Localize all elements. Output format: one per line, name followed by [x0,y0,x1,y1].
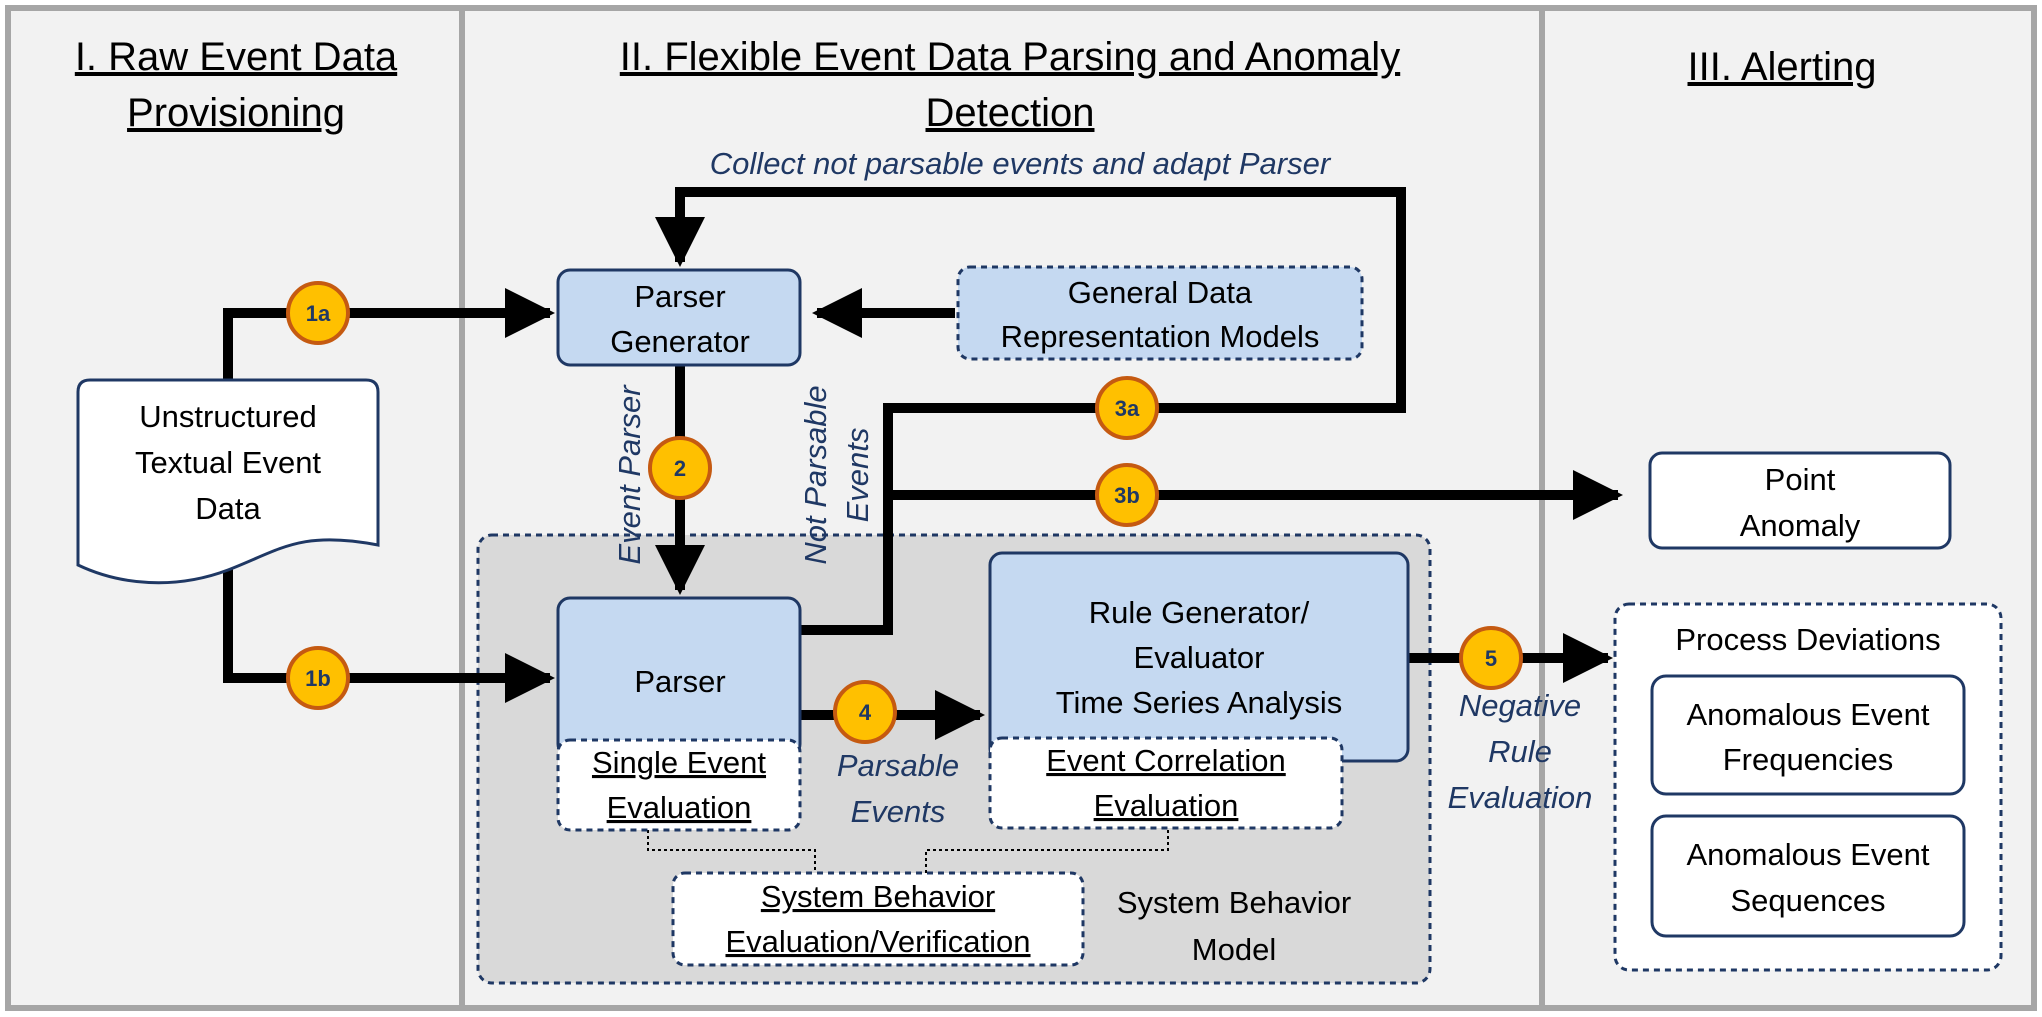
parser-generator-label-line1: Parser [634,279,725,314]
single-event-evaluation-box [556,738,802,832]
connector-single-to-system-eval [647,830,816,875]
system-behavior-model-label-line2: Model [1192,932,1276,967]
not-parsable-label-line1: Not Parsable [798,385,833,564]
parser-generator-label-line2: Generator [610,324,750,359]
general-data-label-line1: General Data [1068,275,1253,310]
parsable-events-label-line1: Parsable [837,748,959,783]
unstructured-label-line3: Data [195,491,261,526]
event-correlation-evaluation-box [988,736,1344,830]
svg-text:5: 5 [1485,646,1497,671]
section1-title-line1: I. Raw Event Data [75,35,398,79]
system-behavior-eval-label-line2: Evaluation/Verification [725,924,1030,959]
section2-title-line1: II. Flexible Event Data Parsing and Anom… [620,35,1400,79]
svg-text:3a: 3a [1115,396,1140,421]
section1-title-line2: Provisioning [127,91,345,135]
event-correlation-label-line2: Evaluation [1094,788,1239,823]
section2-title-line2: Detection [926,91,1095,135]
badge-2: 2 [648,436,712,500]
anomalous-sequences-label-line2: Sequences [1730,883,1885,918]
badge-3a: 3a [1095,376,1159,440]
negative-rule-label-line1: Negative [1459,688,1581,723]
badge-5: 5 [1459,626,1523,690]
badge-1a: 1a [286,281,350,345]
arrow-3a-feedback [655,187,1406,635]
anomalous-event-frequencies-box [1650,674,1966,796]
point-anomaly-label-line2: Anomaly [1740,508,1861,543]
event-correlation-label-line1: Event Correlation [1046,743,1286,778]
anomalous-event-sequences-box [1650,814,1966,938]
general-data-representation-models-box [956,265,1364,361]
general-data-label-line2: Representation Models [1001,319,1320,354]
parser-label: Parser [634,664,725,699]
connector-correlation-to-system-eval [925,830,1169,875]
badge-4: 4 [833,680,897,744]
unstructured-label-line1: Unstructured [139,399,316,434]
section3-title: III. Alerting [1688,45,1877,89]
anomalous-sequences-label-line1: Anomalous Event [1687,837,1930,872]
system-behavior-evaluation-box [671,871,1085,967]
rule-generator-label-line2: Evaluator [1134,640,1265,675]
system-behavior-model-label-line1: System Behavior [1117,885,1351,920]
event-parser-label: Event Parser [612,384,647,565]
point-anomaly-label-line1: Point [1765,462,1836,497]
negative-rule-label-line3: Evaluation [1448,780,1593,815]
rule-generator-label-line3: Time Series Analysis [1056,685,1343,720]
svg-text:1b: 1b [305,666,331,691]
point-anomaly-box [1648,451,1952,550]
anomalous-frequencies-label-line2: Frequencies [1723,742,1894,777]
unstructured-textual-event-data-box [76,378,380,585]
negative-rule-label-line2: Rule [1488,734,1552,769]
collect-not-parsable-label: Collect not parsable events and adapt Pa… [710,146,1332,181]
unstructured-label-line2: Textual Event [135,445,321,480]
process-deviations-label: Process Deviations [1675,622,1940,657]
svg-text:4: 4 [859,700,872,725]
parsable-events-label-line2: Events [851,794,946,829]
parser-generator-box [556,268,802,367]
badge-1b: 1b [286,646,350,710]
anomalous-frequencies-label-line1: Anomalous Event [1687,697,1930,732]
rule-generator-label-line1: Rule Generator/ [1089,595,1310,630]
svg-text:3b: 3b [1114,483,1140,508]
single-event-label-line1: Single Event [592,745,766,780]
svg-text:2: 2 [674,456,686,481]
not-parsable-label-line2: Events [840,428,875,523]
single-event-label-line2: Evaluation [607,790,752,825]
arrow-1b [223,565,555,703]
svg-text:1a: 1a [306,301,331,326]
arrow-1a [223,288,555,380]
system-behavior-eval-label-line1: System Behavior [761,879,995,914]
badge-3b: 3b [1095,463,1159,527]
